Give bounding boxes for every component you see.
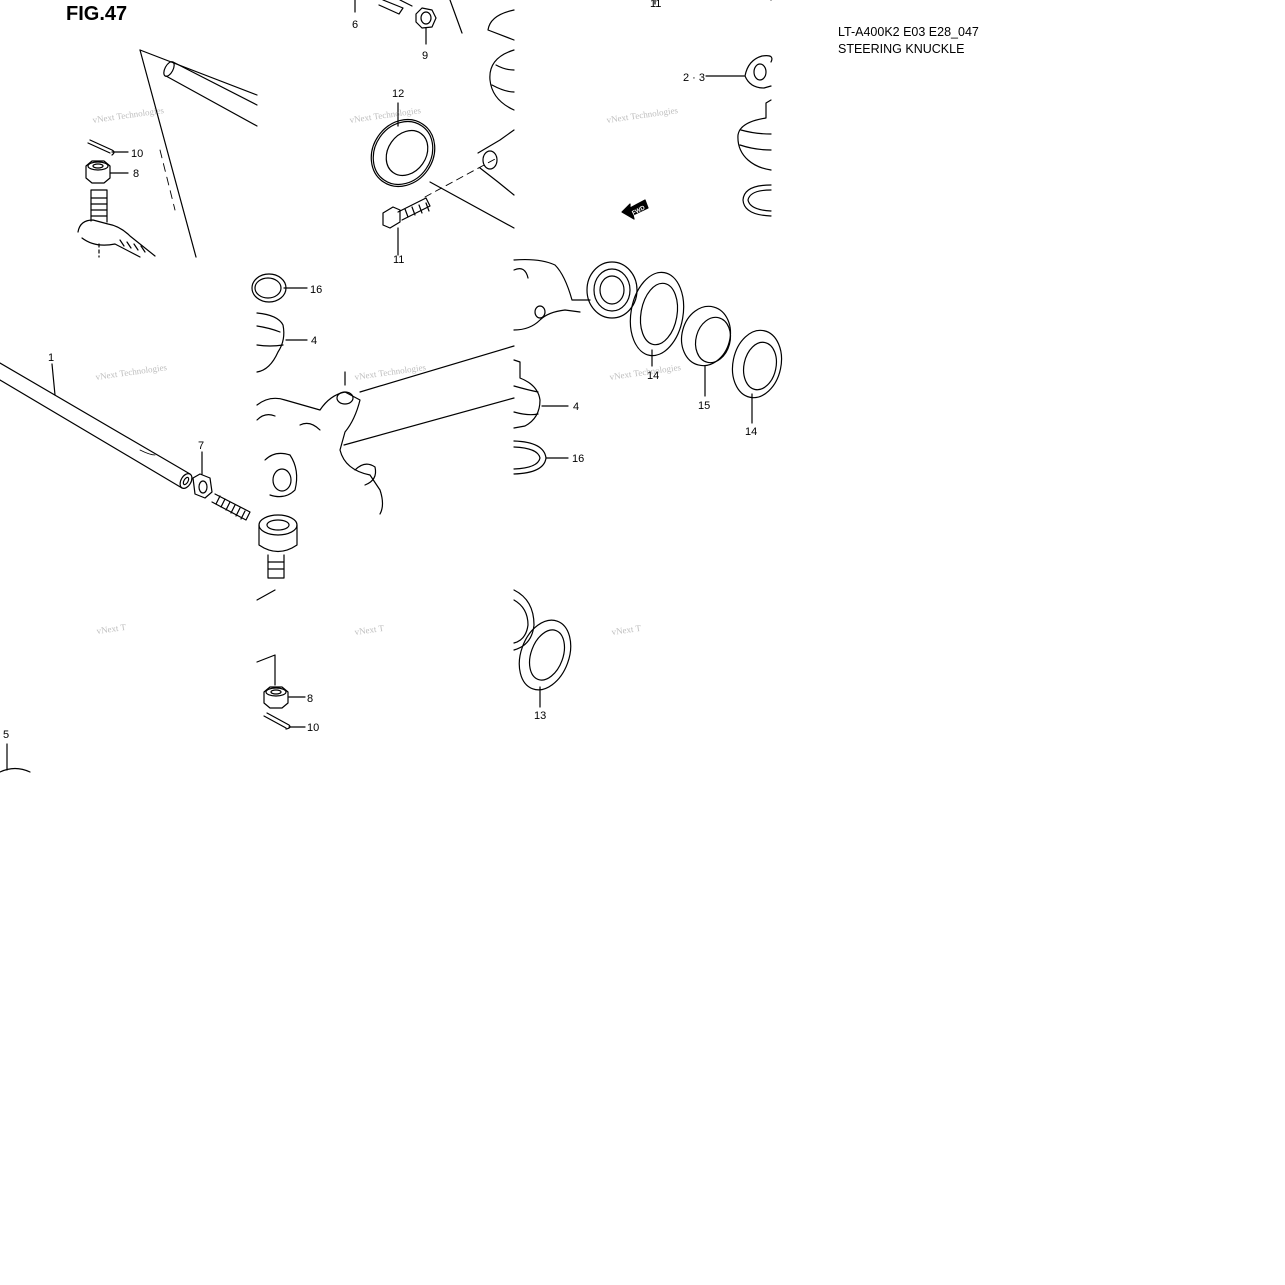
- nut-8-upper: [85, 160, 111, 184]
- bolt-11-lower: [382, 157, 498, 256]
- bolt-6: [354, 0, 413, 15]
- cotter-pin-10-upper: [87, 139, 115, 156]
- boot-4-center: [256, 312, 308, 373]
- watermark: vNext T: [354, 623, 385, 637]
- tie-rod-stud: [211, 493, 251, 521]
- knuckle-arm-upper: [429, 9, 515, 229]
- callout-11-bottom: 11: [393, 254, 404, 266]
- boot-4-right: [513, 359, 569, 429]
- callout-4-right: 4: [573, 401, 579, 413]
- callout-11-top: 11: [650, 0, 661, 10]
- nut-8-lower: [263, 686, 306, 709]
- callout-5: 5: [3, 729, 9, 741]
- callout-2-3: 2 · 3: [683, 72, 705, 84]
- callout-14-b: 14: [745, 426, 757, 438]
- seal-13-lower: [513, 589, 572, 708]
- circlip-16-upper-right: [742, 184, 772, 217]
- watermark: vNext Technologies: [92, 105, 165, 125]
- callout-10-lower: 10: [307, 722, 319, 734]
- callouts: 6 9 11 12 11 2 · 3 10 8 16 4 1 7 14 15 1…: [3, 0, 757, 741]
- tie-rod-end-upper: [77, 49, 258, 258]
- diagram-name: STEERING KNUCKLE: [838, 42, 965, 56]
- oil-seal-14-b: [731, 329, 783, 424]
- cotter-pin-10-lower: [263, 712, 306, 730]
- callout-14-a: 14: [647, 370, 659, 382]
- oil-seal-14-a: [629, 271, 685, 367]
- callout-16-right: 16: [572, 453, 584, 465]
- callout-6: 6: [352, 19, 358, 31]
- circlip-16-center: [251, 273, 308, 303]
- watermark: vNext T: [96, 622, 127, 636]
- nut-9: [415, 0, 463, 45]
- callout-8-upper: 8: [133, 168, 139, 180]
- watermark: vNext Technologies: [609, 362, 682, 382]
- fwd-arrow: [621, 199, 649, 220]
- knuckle-lower-stub: [256, 589, 276, 686]
- callout-13: 13: [534, 710, 546, 722]
- knuckle-body: [256, 345, 515, 515]
- watermark: vNext Technologies: [354, 362, 427, 382]
- oil-seal-12: [370, 102, 436, 188]
- callout-8-lower: 8: [307, 693, 313, 705]
- tie-rod-1: [0, 362, 193, 489]
- watermark: vNext T: [611, 623, 642, 637]
- callout-9: 9: [422, 50, 428, 62]
- circlip-16-right: [513, 440, 569, 475]
- callout-7: 7: [198, 440, 204, 452]
- callout-16-center: 16: [310, 284, 322, 296]
- spacer-15: [680, 305, 732, 397]
- callout-10-upper: 10: [131, 148, 143, 160]
- tie-rod-end-right: [654, 0, 773, 89]
- callout-12: 12: [392, 88, 404, 100]
- watermarks: vNext Technologies vNext Technologies vN…: [92, 105, 682, 637]
- knuckle-right: [513, 258, 591, 331]
- diagram-code: LT-A400K2 E03 E28_047: [838, 25, 979, 39]
- bearing-right: [586, 261, 638, 319]
- watermark: vNext Technologies: [95, 362, 168, 382]
- fig-title: FIG.47: [66, 3, 128, 25]
- callout-5-mark: [0, 743, 31, 773]
- locknut-7: [192, 451, 213, 499]
- callout-1: 1: [48, 352, 54, 364]
- bushing-lower: [258, 514, 298, 579]
- callout-15: 15: [698, 400, 710, 412]
- watermark: vNext Technologies: [606, 105, 679, 125]
- boot-4-upper-right: [737, 99, 772, 171]
- callout-4-center: 4: [311, 335, 317, 347]
